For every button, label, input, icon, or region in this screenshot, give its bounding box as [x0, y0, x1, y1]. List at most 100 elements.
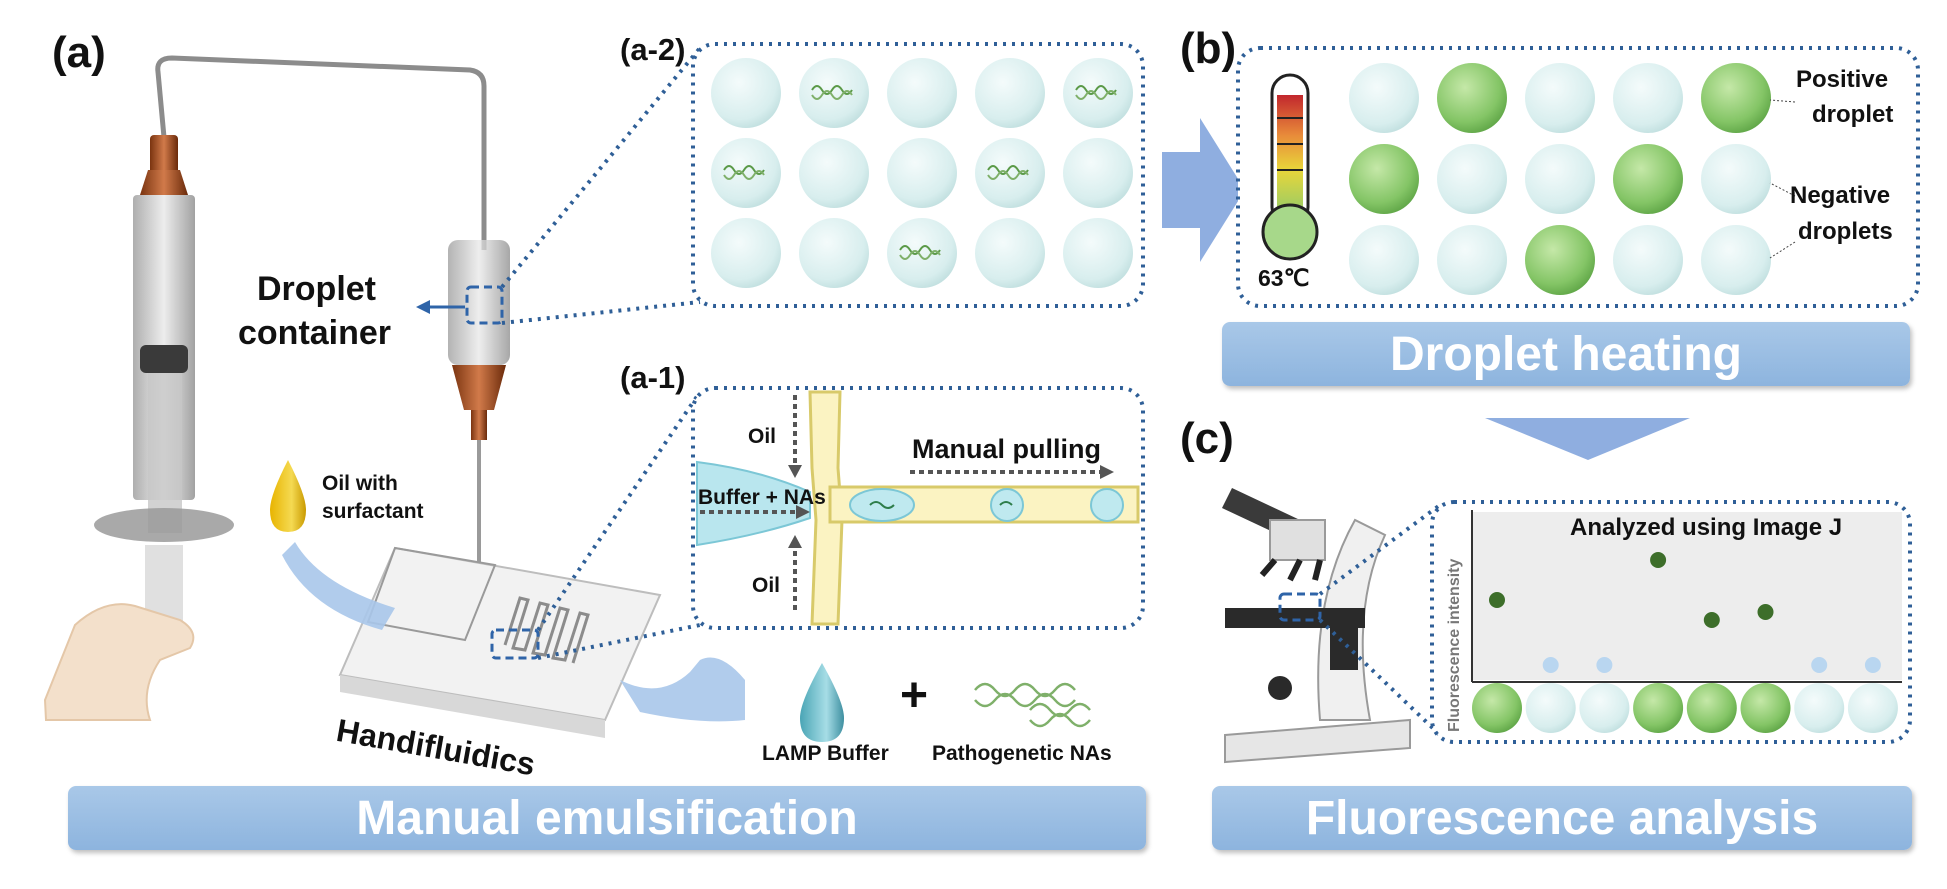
negative-pointer-1	[1769, 182, 1796, 197]
panel-label-a: (a)	[52, 28, 106, 77]
microscope-icon	[1222, 488, 1411, 764]
droplet-empty	[975, 58, 1045, 128]
helix-strand	[811, 90, 853, 100]
oil-arrow	[282, 542, 395, 630]
pathogenetic-nas-label: Pathogenetic NAs	[932, 742, 1112, 765]
plot-area	[1472, 512, 1902, 680]
point-negative	[1811, 657, 1828, 673]
buffer-nas-label: Buffer + NAs	[698, 486, 826, 509]
droplet-negative	[1613, 225, 1683, 295]
point-negative	[1542, 657, 1559, 673]
lamp-buffer-drop-icon	[800, 663, 844, 742]
droplet-empty	[711, 218, 781, 288]
microfluidic-chip	[338, 546, 662, 738]
droplet-negative	[1437, 144, 1507, 214]
droplet-negative	[1349, 63, 1419, 133]
panel-label-a2: (a-2)	[620, 32, 686, 67]
droplet-with-nas	[799, 58, 869, 128]
droplet-negative	[1613, 63, 1683, 133]
oil-surfactant-label-2: surfactant	[322, 500, 424, 523]
helix-strand	[987, 165, 1029, 175]
helix-strand	[899, 245, 941, 255]
manual-pulling-label: Manual pulling	[912, 434, 1101, 464]
droplet-grid-b	[1349, 63, 1771, 295]
droplet-with-nas	[1063, 58, 1133, 128]
panel-label-a1: (a-1)	[620, 360, 686, 395]
temperature-label: 63℃	[1258, 265, 1310, 291]
droplet-negative	[1794, 683, 1845, 733]
droplet-empty	[1063, 138, 1133, 208]
droplet-negative	[1349, 225, 1419, 295]
syringe	[94, 135, 234, 625]
pathogenetic-nas-icon	[974, 682, 1091, 728]
droplet-empty	[711, 58, 781, 128]
point-negative	[1596, 657, 1613, 673]
oil-top-label: Oil	[748, 425, 777, 448]
banner-droplet-heating: Droplet heating	[1222, 322, 1910, 386]
point-positive	[1757, 604, 1774, 620]
droplet-positive	[1740, 683, 1791, 733]
point-positive	[1650, 552, 1667, 568]
microscope-zoom-box	[1278, 592, 1322, 622]
droplet-container-label-2: container	[238, 314, 392, 352]
positive-label-2: droplet	[1812, 101, 1894, 128]
oil-surfactant-label-1: Oil with	[322, 472, 398, 495]
arrow-a-to-b	[1162, 118, 1245, 262]
droplet-empty	[975, 218, 1045, 288]
arrow-b-to-c	[1485, 418, 1690, 460]
helix-strand	[899, 250, 941, 260]
negative-label-1: Negative	[1790, 182, 1891, 209]
droplet-negative	[1701, 225, 1771, 295]
droplet-positive	[1437, 63, 1507, 133]
droplet-with-nas	[975, 138, 1045, 208]
droplet-empty	[1063, 218, 1133, 288]
plus-sign: +	[900, 669, 929, 722]
lamp-buffer-label: LAMP Buffer	[762, 742, 889, 765]
container-zoom-box	[465, 285, 504, 325]
helix-strand	[987, 170, 1029, 180]
negative-label-2: droplets	[1798, 218, 1893, 245]
helix-strand	[723, 165, 765, 175]
positive-label-1: Positive	[1796, 66, 1889, 93]
droplet-empty	[887, 138, 957, 208]
intensity-points	[1489, 552, 1881, 673]
panel-label-c: (c)	[1180, 414, 1234, 463]
droplet-positive	[1701, 63, 1771, 133]
droplet-negative	[1437, 225, 1507, 295]
helix-strand	[1075, 85, 1117, 95]
droplet-negative	[1525, 63, 1595, 133]
droplet-positive	[1349, 144, 1419, 214]
point-positive	[1489, 592, 1505, 608]
thermometer-icon	[1261, 73, 1319, 261]
banner-manual-emulsification: Manual emulsification	[68, 786, 1146, 850]
zoom-line-c-top	[1318, 503, 1442, 596]
droplet-container-syringe	[448, 240, 510, 645]
zoom-line-a2-top	[500, 46, 702, 289]
negative-pointer-2	[1769, 241, 1796, 259]
point-positive	[1703, 612, 1720, 628]
zoom-line-a2-bottom	[501, 300, 701, 325]
helix-strand	[1075, 90, 1117, 100]
droplet-empty	[887, 58, 957, 128]
droplet-positive	[1613, 144, 1683, 214]
droplet-empty	[799, 218, 869, 288]
banner-fluorescence-analysis: Fluorescence analysis	[1212, 786, 1912, 850]
y-axis-label: Fluorescence intensity	[1446, 558, 1463, 732]
droplet-negative	[1525, 144, 1595, 214]
droplet-row-c	[1472, 683, 1898, 733]
droplet-positive	[1633, 683, 1684, 733]
sample-arrow	[620, 657, 745, 722]
oil-bottom-label: Oil	[752, 574, 781, 597]
droplet-positive	[1472, 683, 1522, 733]
zoom-line-a1-top	[536, 390, 702, 632]
chip-zoom-box	[490, 628, 540, 660]
droplet-negative	[1579, 683, 1630, 733]
zoom-line-c-bottom	[1318, 618, 1442, 737]
tubing	[155, 55, 487, 250]
container-arrow-head	[416, 300, 430, 314]
helix-strand	[723, 170, 765, 180]
point-negative	[1864, 657, 1881, 673]
oil-drop-icon	[270, 460, 306, 532]
droplet-with-nas	[887, 218, 957, 288]
